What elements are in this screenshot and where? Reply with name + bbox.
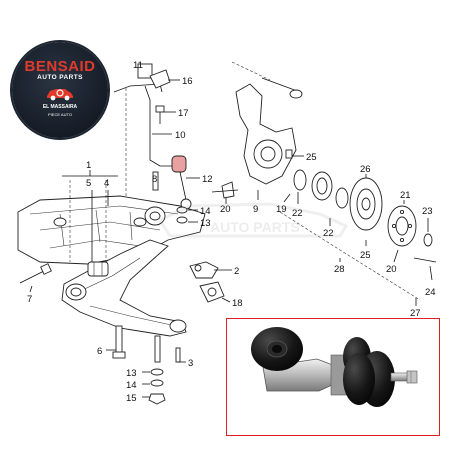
callout-27: 27 [410, 308, 421, 319]
stabilizer-bar [113, 63, 176, 167]
callout-7: 7 [27, 294, 32, 305]
callout-13-lower: 13 [126, 368, 137, 379]
steering-knuckle [221, 77, 303, 199]
brake-disc [349, 177, 383, 231]
callout-14-upper: 14 [200, 206, 211, 217]
callout-16: 16 [182, 76, 193, 87]
product-photo-inset [226, 318, 440, 436]
callout-11: 11 [133, 60, 143, 71]
callout-25-upper: 25 [306, 152, 317, 163]
ball-joint [189, 261, 225, 303]
car-icon [47, 89, 73, 101]
callout-22-left: 22 [292, 208, 303, 219]
callout-3: 3 [188, 358, 193, 369]
arm-bushing [87, 261, 109, 277]
axle-nut [423, 233, 433, 247]
callout-9: 9 [253, 204, 258, 215]
callout-10: 10 [175, 130, 186, 141]
callout-14-lower: 14 [126, 380, 137, 391]
link-nut [406, 370, 418, 384]
callout-15: 15 [126, 393, 137, 404]
wheel-hub [387, 205, 417, 247]
axle-guide [279, 211, 421, 301]
pinch-bolt [211, 189, 239, 193]
callout-5: 5 [86, 178, 91, 189]
brand-logo: BENSAID AUTO PARTS EL MASSAIRA PIECE AUT… [12, 42, 108, 138]
tie-rod-guide [231, 61, 271, 81]
drop-link [171, 155, 192, 210]
callout-21: 21 [400, 190, 411, 201]
callout-19: 19 [276, 204, 287, 215]
bolt-6 [112, 325, 126, 359]
callout-20-right: 20 [386, 264, 397, 275]
callouts: 1 2 3 4 5 6 7 8 9 10 11 12 13 13 14 14 1 [27, 60, 436, 404]
callout-1: 1 [86, 160, 91, 171]
callout-24: 24 [425, 287, 436, 298]
callout-26: 26 [360, 164, 371, 175]
logo-subtitle: AUTO PARTS [37, 74, 83, 81]
wheel-bolt [413, 257, 437, 263]
callout-22-right: 22 [323, 228, 334, 239]
callout-6: 6 [97, 346, 102, 357]
callout-12: 12 [202, 174, 213, 185]
watermark-text: AUTO PARTS [210, 219, 300, 235]
stabilizer-link-photo [251, 327, 418, 407]
wheel-bearing [293, 169, 349, 209]
link-bolt [390, 372, 410, 382]
callout-17: 17 [178, 108, 189, 119]
link-stack [144, 171, 188, 226]
callout-2: 2 [234, 266, 239, 277]
watermark-svg: AUTO PARTS [157, 202, 349, 238]
bolt-stack-lower [148, 335, 181, 405]
logo-title: BENSAID [24, 58, 96, 75]
callout-23: 23 [422, 206, 433, 217]
bolt-7 [19, 263, 52, 284]
callout-4: 4 [104, 178, 109, 189]
callout-25-lower: 25 [360, 250, 371, 261]
callout-18: 18 [232, 298, 243, 309]
lower-control-arm [61, 239, 187, 337]
callout-8: 8 [152, 174, 157, 185]
logo-description: PIECE AUTO [48, 112, 72, 117]
callout-13-upper: 13 [200, 218, 211, 229]
watermark: AUTO PARTS [150, 186, 360, 246]
callout-20-left: 20 [220, 204, 231, 215]
logo-name: EL MASSAIRA [42, 104, 78, 110]
callout-28: 28 [334, 264, 345, 275]
